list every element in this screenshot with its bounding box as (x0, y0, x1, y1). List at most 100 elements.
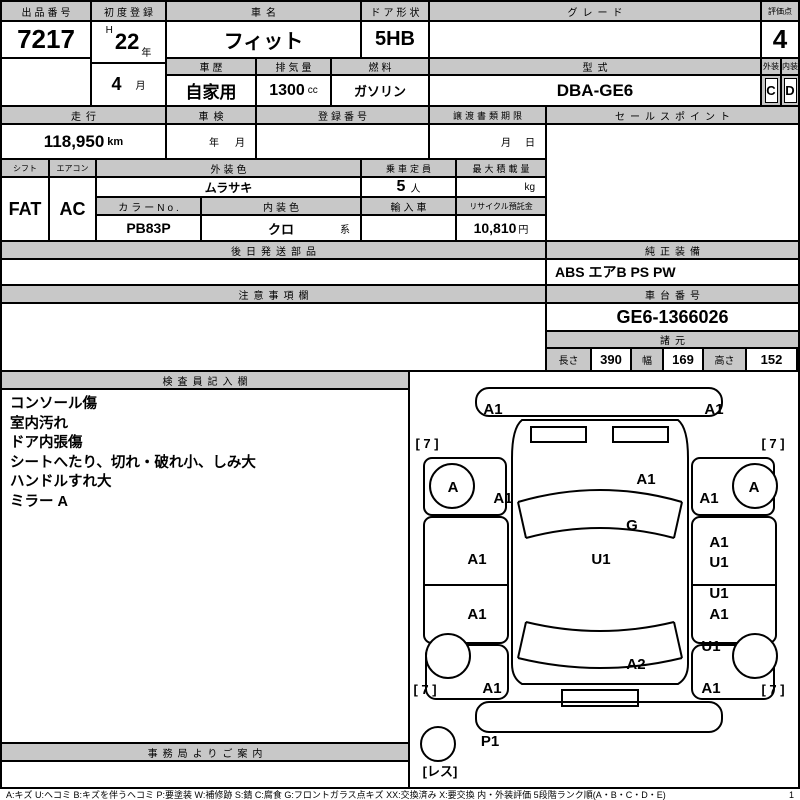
mark-trunk: A2 (626, 656, 645, 673)
sales-point-label: セールスポイント (547, 107, 798, 123)
recycle-deposit-value: 10,810 (473, 220, 517, 236)
imported-label: 輸入車 (362, 198, 455, 214)
displacement-unit: cc (307, 85, 318, 96)
mark-door-right-front-b: U1 (709, 554, 728, 571)
specs-label: 諸元 (547, 332, 798, 347)
interior-grade-label: 内装 (782, 59, 798, 74)
office-box (2, 762, 408, 787)
year-unit: 年 (141, 48, 152, 59)
equipment-value: ABS エアB PS PW (547, 260, 798, 284)
inspector-note-line: シートへたり、切れ・破れ小、しみ大 (10, 454, 256, 471)
car-name-label: 車名 (167, 2, 360, 20)
capacity-value-cell: 5 人 (362, 178, 455, 196)
displacement-value-cell: 1300 cc (257, 76, 330, 105)
score-label: 評価点 (762, 2, 798, 20)
office-label: 事務局よりご案内 (2, 744, 408, 760)
mileage-unit: km (107, 135, 124, 148)
inspector-note-line: コンソール傷 (10, 396, 97, 412)
first-registration-month: 4 (111, 74, 122, 94)
mark-quarter-left: A1 (482, 680, 501, 697)
capacity-label: 乗車定員 (362, 160, 455, 176)
interior-color-suffix: 系 (340, 224, 350, 236)
mark-door-right-rear-a: U1 (709, 585, 728, 602)
inspector-notes: コンソール傷 室内汚れ ドア内張傷 シートへたり、切れ・破れ小、しみ大 ハンドル… (2, 390, 408, 742)
aircon-label: エアコン (50, 160, 95, 176)
spec-height-value: 152 (747, 349, 796, 370)
mark-door-right-front-a: A1 (709, 534, 728, 551)
max-load-unit-cell: kg (457, 178, 545, 196)
transfer-month-unit: 月 (501, 138, 511, 149)
auction-no-value: 7217 (2, 22, 90, 57)
registration-no-value (257, 125, 428, 158)
equipment-label: 純正装備 (547, 242, 798, 258)
mark-door-right-rear-b: A1 (709, 606, 728, 623)
inspector-note-line: ハンドルすれ大 (10, 474, 112, 490)
transfer-day-unit: 日 (525, 138, 535, 149)
grade-label: グレード (430, 2, 760, 20)
caution-label: 注意事項欄 (2, 286, 545, 302)
door-shape-value: 5HB (362, 22, 428, 57)
history-value: 自家用 (167, 76, 255, 105)
windshield-left-edge (517, 501, 527, 539)
mark-tire-rear-left: [ 7 ] (413, 682, 436, 697)
right-quarter-panel (691, 644, 775, 700)
exterior-color-value: ムラサキ (97, 178, 360, 196)
mark-fender-front-right: A1 (699, 490, 718, 507)
wheel-front-left (429, 463, 475, 509)
fuel-label: 燃料 (332, 59, 428, 74)
color-no-label: カラーNo. (97, 198, 200, 214)
car-name-value: フィット (167, 22, 360, 57)
recycle-deposit-unit: 円 (518, 224, 529, 236)
capacity-unit: 人 (410, 183, 421, 195)
spec-length-label: 長さ (547, 349, 590, 370)
chassis-no-label: 車台番号 (547, 286, 798, 302)
displacement-label: 排気量 (257, 59, 330, 74)
wheel-front-right (732, 463, 778, 509)
exterior-grade-value: C (764, 78, 778, 103)
spec-width-label: 幅 (632, 349, 662, 370)
right-door-panel (691, 516, 777, 644)
headlight-left (530, 426, 587, 443)
windshield-top-line (517, 489, 683, 503)
car-body-outline (511, 419, 689, 685)
month-unit: 月 (135, 81, 146, 92)
interior-color-value: クロ (267, 221, 294, 237)
inspector-note-line: ミラー A (10, 493, 68, 510)
spec-length-value: 390 (592, 349, 630, 370)
first-registration-year-cell: H 22 年 (92, 22, 165, 62)
inspector-label: 検査員記入欄 (2, 372, 408, 388)
rear-window-right-edge (673, 621, 683, 659)
interior-color-label: 内装色 (202, 198, 360, 214)
inspection-label: 車検 (167, 107, 255, 123)
score-value: 4 (762, 22, 798, 57)
displacement-value: 1300 (269, 81, 305, 99)
chassis-no-value: GE6-1366026 (547, 304, 798, 330)
first-registration-year: 22 (114, 29, 140, 54)
rear-window-left-edge (517, 621, 527, 659)
max-load-label: 最大積載量 (457, 160, 545, 176)
exterior-color-label: 外装色 (97, 160, 360, 176)
legend-text: A:キズ U:ヘコミ B:キズを伴うヘコミ P:要塗装 W:補修跡 S:錆 C:… (6, 790, 666, 800)
mileage-value: 118,950 (43, 131, 105, 151)
auction-no-empty-box (2, 59, 90, 105)
max-load-unit: kg (524, 181, 535, 193)
spare-tire-circle (420, 726, 456, 762)
caution-box (2, 304, 545, 370)
rear-bumper-outline (475, 701, 723, 733)
mark-tire-rear-right: [ 7 ] (761, 682, 784, 697)
color-no-value: PB83P (97, 216, 200, 240)
rear-window-top-line (525, 621, 675, 632)
wheel-rear-left (425, 633, 471, 679)
inspection-month-unit: 月 (235, 138, 245, 149)
mark-front-bumper-left: A1 (483, 401, 502, 418)
model-code-value: DBA-GE6 (430, 76, 760, 105)
mark-fender-front-left: A1 (493, 490, 512, 507)
exterior-grade-cell: C (762, 76, 780, 105)
inspector-note-line: ドア内張傷 (10, 435, 83, 451)
legend-bar: A:キズ U:ヘコミ B:キズを伴うヘコミ P:要塗装 W:補修跡 S:錆 C:… (0, 789, 800, 800)
recycle-deposit-label: リサイクル預託金 (457, 198, 545, 214)
capacity-value: 5 (396, 178, 406, 195)
auction-no-label: 出品番号 (2, 2, 90, 20)
mark-wheel-front-left: A (448, 479, 459, 496)
interior-grade-value: D (783, 78, 797, 103)
